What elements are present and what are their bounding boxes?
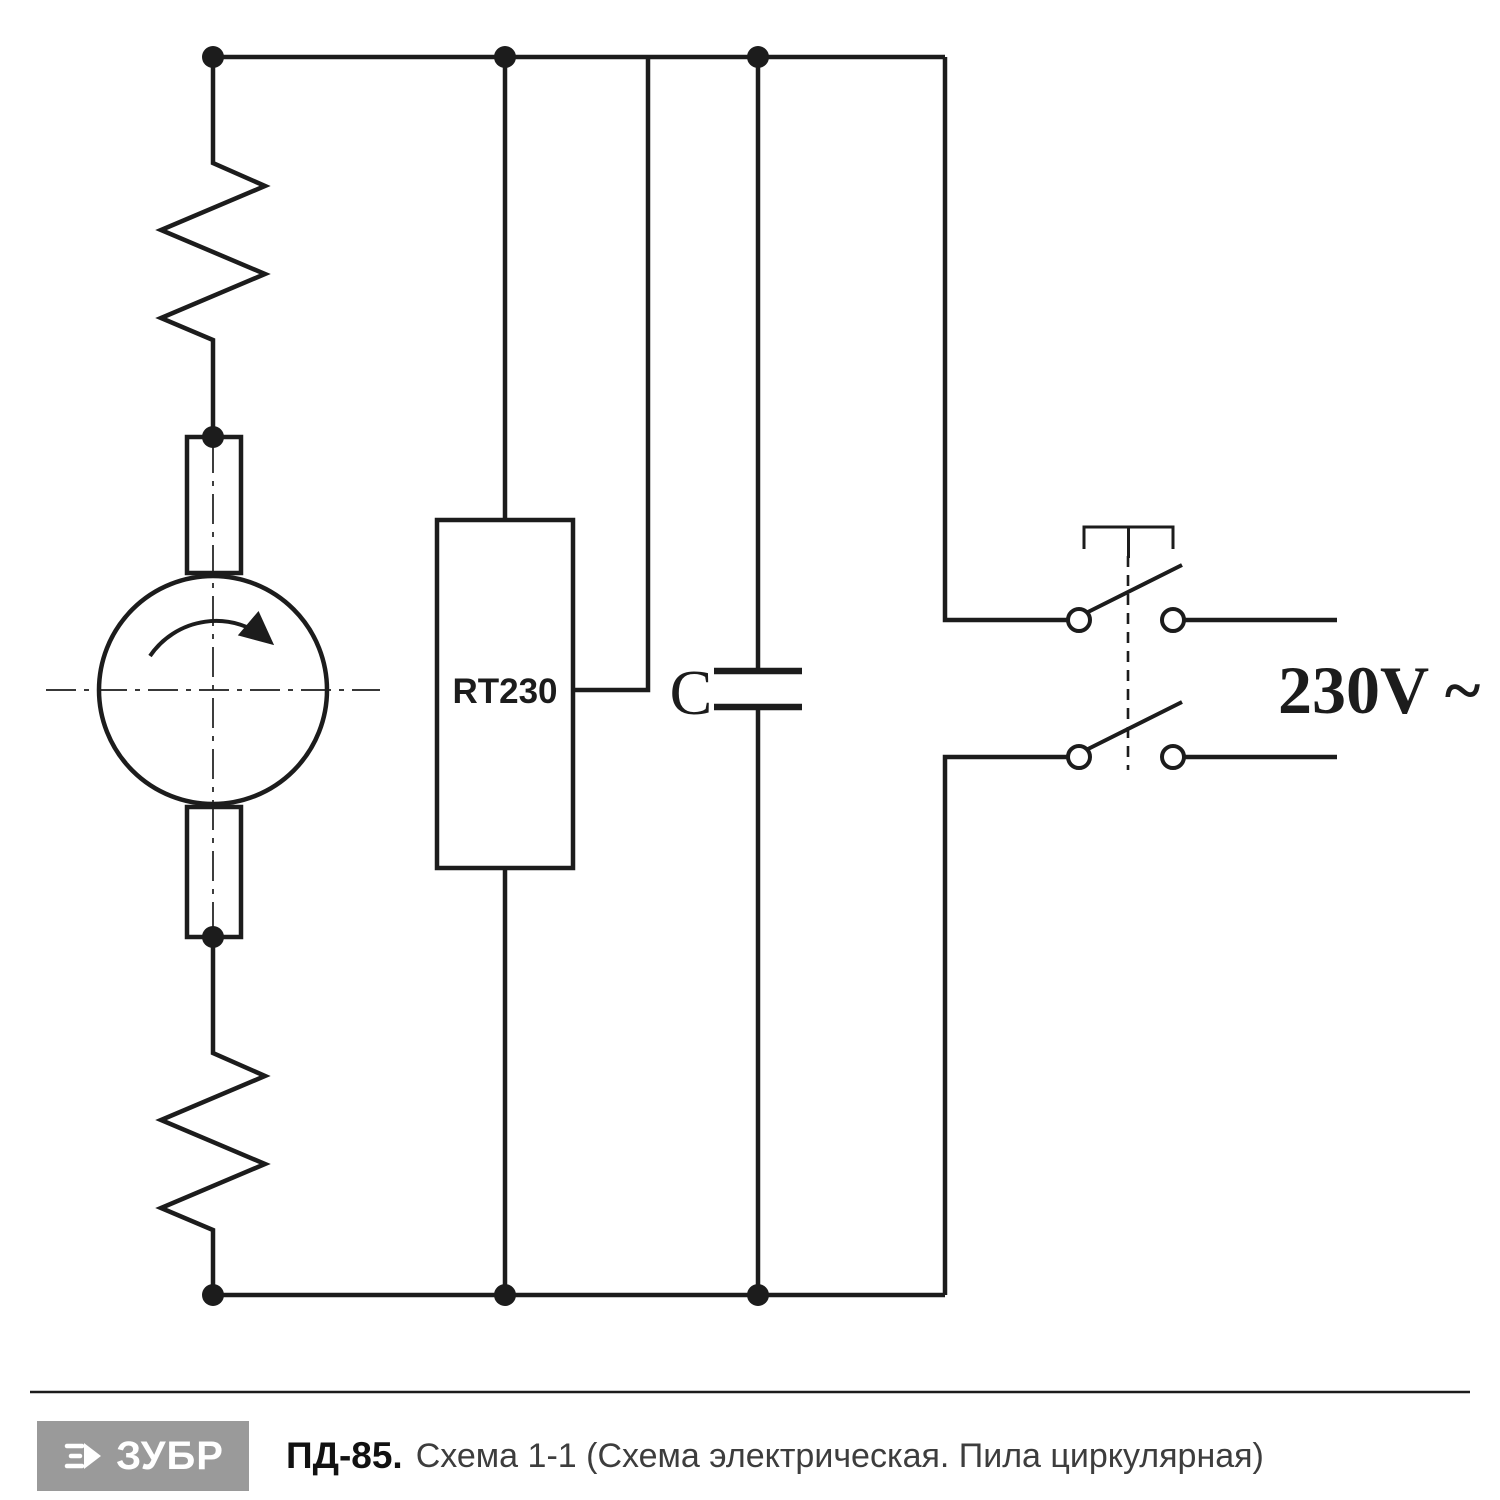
brand-name: ЗУБР bbox=[116, 1434, 224, 1478]
junction-dot bbox=[202, 926, 224, 948]
brand-arrow-icon bbox=[64, 1443, 102, 1469]
thermal-protector-tap-wire bbox=[573, 57, 651, 693]
figure-caption: ПД-85. Схема 1-1 (Схема электрическая. П… bbox=[286, 1421, 1264, 1491]
model-number: ПД-85. bbox=[286, 1435, 403, 1476]
switch-contact bbox=[1066, 744, 1092, 770]
rotation-direction-arrow bbox=[148, 610, 275, 658]
thermal-protector-label: RT230 bbox=[452, 672, 557, 711]
junction-dot bbox=[747, 1284, 769, 1306]
junction-dot bbox=[494, 46, 516, 68]
junction-dots bbox=[202, 46, 769, 1306]
switch-contact bbox=[1160, 744, 1186, 770]
junction-dot bbox=[202, 46, 224, 68]
upper-brush bbox=[184, 434, 244, 576]
switch-contact bbox=[1066, 607, 1092, 633]
upper-field-winding bbox=[155, 57, 271, 437]
lower-field-winding bbox=[155, 937, 271, 1295]
junction-dot bbox=[202, 426, 224, 448]
switch-actuator bbox=[1082, 525, 1175, 558]
junction-dot bbox=[202, 1284, 224, 1306]
switch-blade-lower bbox=[1087, 700, 1183, 751]
junction-dot bbox=[747, 46, 769, 68]
brand-logo: ЗУБР bbox=[37, 1421, 249, 1491]
switch-contact bbox=[1160, 607, 1186, 633]
caption-text: Схема 1-1 (Схема электрическая. Пила цир… bbox=[415, 1436, 1264, 1475]
capacitor-label: C bbox=[670, 657, 713, 728]
supply-wire-upper bbox=[942, 57, 1067, 623]
switch-blade-upper bbox=[1087, 563, 1183, 614]
junction-dot bbox=[494, 1284, 516, 1306]
lower-brush bbox=[184, 804, 244, 940]
supply-wire-lower bbox=[942, 754, 1067, 1295]
supply-voltage-label: 230V ~ bbox=[1278, 652, 1480, 728]
